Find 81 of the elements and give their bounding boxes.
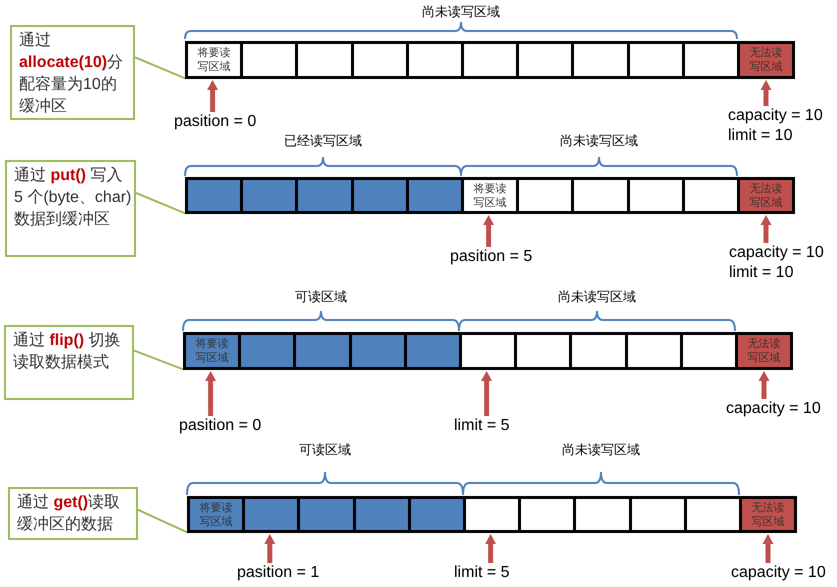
pointer-label: limit = 10 xyxy=(728,126,792,146)
buffer-cell xyxy=(516,177,572,214)
note-box: 通过 flip() 切换读取数据模式 xyxy=(4,325,134,400)
brace-label: 尚未读写区域 xyxy=(558,289,636,305)
arrow xyxy=(483,215,494,247)
buffer-cell xyxy=(463,496,518,533)
pointer-label: pasition = 5 xyxy=(450,247,532,267)
pointer-label: pasition = 1 xyxy=(237,563,320,583)
leader-line xyxy=(134,350,184,370)
buffer-cell xyxy=(350,41,406,79)
leader-line xyxy=(134,56,186,80)
buffer-cell xyxy=(680,332,735,370)
buffer-cell xyxy=(571,41,627,79)
arrow xyxy=(760,215,772,243)
buffer-cell: 无法读写区域 xyxy=(739,496,797,533)
buffer-cell xyxy=(352,496,408,533)
pointer-label: capacity = 10 xyxy=(726,399,821,419)
buffer-cell xyxy=(295,177,351,214)
arrow xyxy=(758,371,770,399)
pointer-label: capacity = 10 xyxy=(729,243,824,263)
buffer-cell xyxy=(404,332,459,370)
buffer-cell xyxy=(406,177,461,214)
buffer-cell xyxy=(514,332,570,370)
brace-label: 可读区域 xyxy=(299,442,351,458)
buffer-cell: 将要读写区域 xyxy=(461,177,516,214)
buffer-cell xyxy=(459,332,514,370)
buffer-cell xyxy=(518,496,574,533)
note-box: 通过 get()读取缓冲区的数据 xyxy=(8,487,138,540)
buffer-cell xyxy=(238,332,294,370)
brace-label: 尚未读写区域 xyxy=(560,133,638,149)
brace-label: 已经读写区域 xyxy=(284,133,362,149)
buffer-cell xyxy=(240,41,296,79)
buffer-cell xyxy=(628,496,684,533)
buffer-cell: 将要读写区域 xyxy=(187,496,242,533)
buffer-cell: 无法读写区域 xyxy=(737,177,795,214)
buffer-cell xyxy=(461,41,516,79)
pointer-label: limit = 5 xyxy=(454,416,510,436)
buffer-cell: 无法读写区域 xyxy=(735,332,793,370)
note-box: 通过 allocate(10)分配容量为10的缓冲区 xyxy=(10,25,135,120)
arrow xyxy=(485,534,496,563)
buffer-cell xyxy=(571,177,627,214)
buffer-cell xyxy=(185,177,240,214)
buffer-cell xyxy=(240,177,296,214)
buffer-cell xyxy=(682,177,737,214)
buffer-cell xyxy=(350,177,406,214)
buffer-cell xyxy=(682,41,737,79)
buffer-cell xyxy=(626,41,682,79)
buffer-cell xyxy=(297,496,353,533)
buffer-cell xyxy=(573,496,629,533)
buffer-cell: 无法读写区域 xyxy=(737,41,795,79)
buffer-cell: 将要读写区域 xyxy=(185,41,240,79)
leader-line xyxy=(136,192,186,214)
buffer-cell xyxy=(624,332,680,370)
pointer-label: pasition = 0 xyxy=(179,416,262,436)
pointer-label: pasition = 0 xyxy=(174,112,256,132)
arrow xyxy=(205,371,216,416)
arrow xyxy=(762,534,774,563)
buffer-cell xyxy=(684,496,739,533)
arrow xyxy=(481,371,492,416)
pointer-label: capacity = 10 xyxy=(731,563,826,583)
buffer-cell xyxy=(295,41,351,79)
buffer-cell xyxy=(242,496,298,533)
brace-label: 尚未读写区域 xyxy=(562,442,640,458)
note-box: 通过 put() 写入 5 个(byte、char)数据到缓冲区 xyxy=(5,160,136,257)
buffer-cell xyxy=(569,332,625,370)
buffer-cell xyxy=(626,177,682,214)
buffer-cell xyxy=(293,332,349,370)
brace-label: 尚未读写区域 xyxy=(422,4,500,20)
pointer-label: capacity = 10 xyxy=(728,106,823,126)
brace-label: 可读区域 xyxy=(295,289,347,305)
buffer-cell xyxy=(408,496,463,533)
arrow xyxy=(264,534,276,563)
pointer-label: limit = 10 xyxy=(729,263,794,283)
buffer-cell xyxy=(348,332,404,370)
leader-line xyxy=(138,508,188,534)
buffer-cell xyxy=(516,41,572,79)
arrow xyxy=(760,80,772,106)
buffer-cell: 将要读写区域 xyxy=(183,332,238,370)
pointer-label: limit = 5 xyxy=(454,563,510,583)
buffer-cell xyxy=(406,41,461,79)
arrow xyxy=(207,80,218,112)
